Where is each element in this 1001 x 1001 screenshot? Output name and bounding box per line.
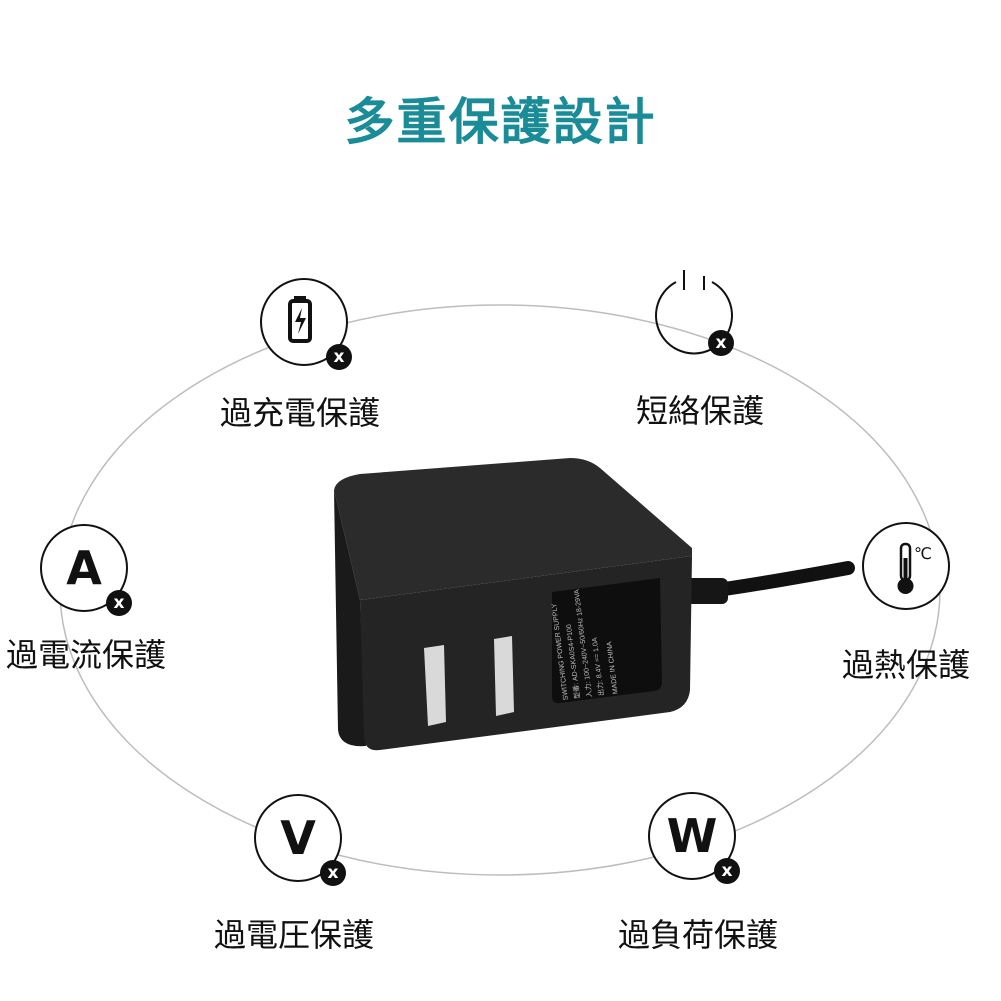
x-mark-icon: x	[320, 860, 346, 886]
overcurrent-label: 過電流保護	[6, 636, 167, 674]
short-circuit-label: 短絡保護	[636, 392, 765, 430]
x-mark-icon: x	[708, 330, 734, 356]
page-title: 多重保護設計	[344, 93, 657, 151]
voltage-icon: V	[280, 811, 316, 865]
overload-badge: W x	[648, 792, 740, 884]
overheat-label: 過熱保護	[842, 646, 971, 684]
x-mark-icon: x	[714, 858, 740, 884]
x-mark-icon: x	[326, 344, 352, 370]
power-icon	[655, 270, 733, 355]
ampere-icon: A	[66, 541, 102, 595]
overload-label: 過負荷保護	[618, 916, 779, 954]
celsius-unit: ℃	[914, 544, 932, 563]
overcurrent-badge: A x	[40, 524, 132, 616]
overcharge-badge: x	[260, 278, 352, 370]
overcharge-label: 過充電保護	[220, 394, 381, 432]
short-circuit-badge: x	[648, 268, 736, 356]
thermometer-icon	[897, 542, 914, 594]
battery-charging-icon	[288, 296, 312, 343]
wattage-icon: W	[666, 809, 718, 863]
overheat-badge: ℃	[862, 522, 950, 610]
overvoltage-badge: V x	[254, 794, 346, 886]
x-mark-icon: x	[106, 590, 132, 616]
ac-adapter-image: SWITCHING POWER SUPPLY 型番: AD-SKA0S4-P10…	[334, 458, 855, 751]
overvoltage-label: 過電圧保護	[214, 916, 375, 954]
